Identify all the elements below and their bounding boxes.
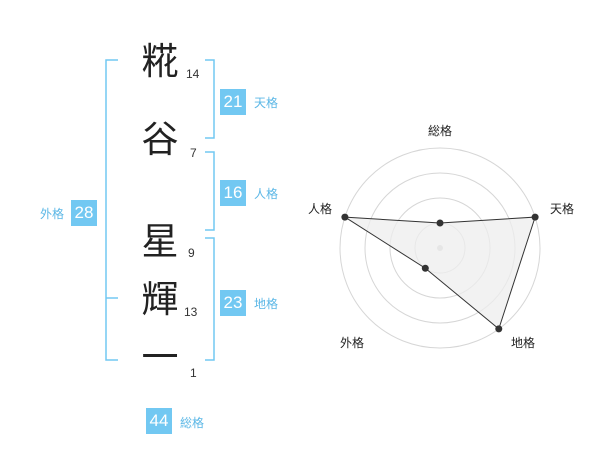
name-char-4: 輝 [141,278,179,321]
radar-label-sou: 総格 [428,124,453,138]
ten-kaku-bracket [205,59,215,139]
name-char-3: 星 [141,220,179,263]
chi-kaku-label: 地格 [254,297,279,311]
gai-kaku-badge: 28 [71,200,97,226]
gai-kaku-label: 外格 [40,207,65,221]
radar-point-1 [531,213,539,221]
name-char-1: 糀 [141,40,179,83]
ten-kaku-label: 天格 [254,96,279,110]
chi-kaku-bracket [205,237,215,361]
stroke-count-1: 14 [186,67,200,81]
radar-ring-4 [339,147,541,349]
jin-kaku-bracket [205,151,215,231]
radar-point-0 [436,219,444,227]
radar-point-2 [495,325,503,333]
gai-kaku-bracket [105,59,118,361]
radar-point-4 [341,213,349,221]
name-char-2: 谷 [141,118,179,161]
jin-kaku-badge: 16 [220,180,246,206]
chi-kaku-badge: 23 [220,290,246,316]
sou-kaku-label: 総格 [180,416,205,430]
jin-kaku-label: 人格 [254,187,279,201]
radar-label-chi: 地格 [511,336,536,350]
name-char-5: 一 [141,336,179,379]
sou-kaku-badge: 44 [146,408,172,434]
stroke-count-2: 7 [190,146,197,160]
radar-polygon [344,216,536,330]
radar-label-jin: 人格 [308,202,333,216]
stroke-count-3: 9 [188,246,195,260]
radar-point-3 [421,264,429,272]
stroke-count-5: 1 [190,366,197,380]
stroke-count-4: 13 [184,305,198,319]
ten-kaku-badge: 21 [220,89,246,115]
radar-label-gai: 外格 [340,336,365,350]
radar-label-ten: 天格 [550,202,575,216]
